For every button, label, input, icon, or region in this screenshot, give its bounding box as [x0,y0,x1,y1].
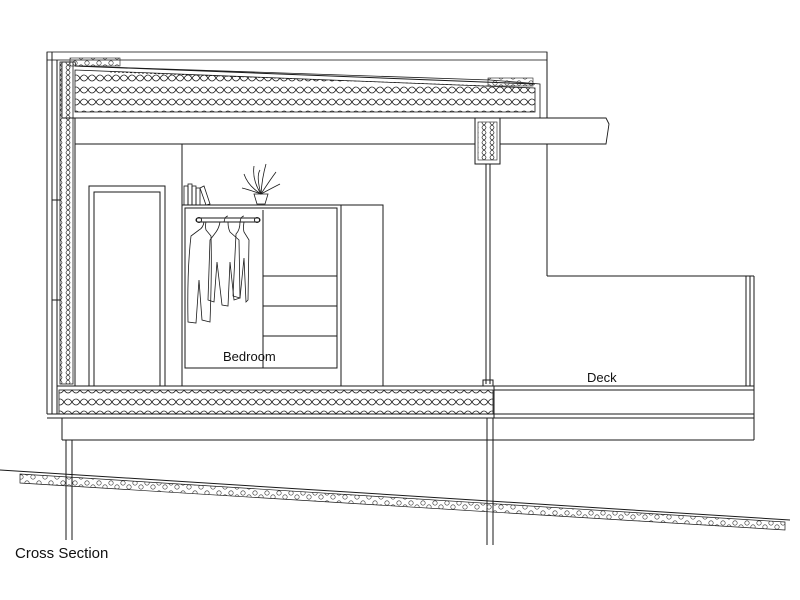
wardrobe [181,204,384,387]
potted-plant-icon [241,163,281,205]
left-wall-insulation [59,61,74,385]
roof-gravel-right [487,77,534,87]
ground-gravel [19,473,786,531]
door [88,185,166,387]
left-wall [46,52,76,414]
roof-gravel-left [69,57,121,67]
books-icon [183,183,211,206]
floor-slab [47,385,754,441]
piles [65,418,494,545]
ground-line [0,469,791,531]
roof-overhang [499,117,610,145]
roof-insulation [74,69,536,113]
header-beam [474,117,501,165]
deck-label: Deck [587,370,617,385]
bedroom-label: Bedroom [223,349,276,364]
roof [46,51,610,165]
clothes-rail [195,217,261,223]
floor-insulation [58,389,494,415]
drawing-title: Cross Section [15,545,108,562]
hanging-clothes-icon [187,215,250,324]
deck [494,144,755,440]
bedroom-interior [88,144,494,387]
